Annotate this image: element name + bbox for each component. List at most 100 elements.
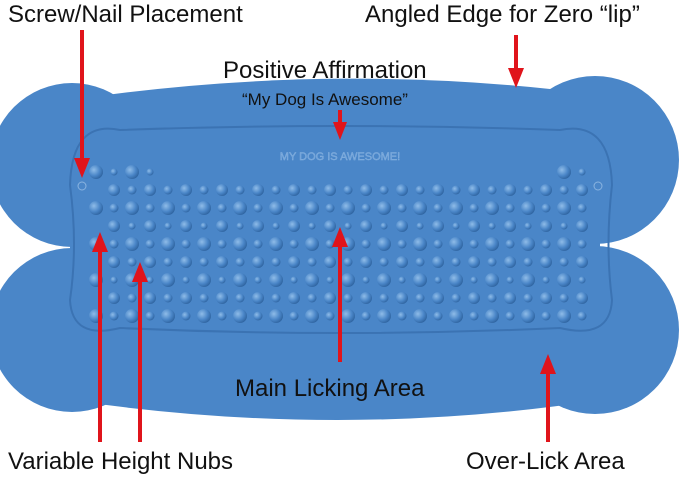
nub [181,203,191,213]
nub [576,292,588,304]
nub [125,165,139,179]
nub [379,293,389,303]
embossed-text: MY DOG IS AWESOME! [280,151,400,163]
nub [487,257,497,267]
nub [487,293,497,303]
nub [504,256,516,268]
nub [343,257,353,267]
nub [324,256,336,268]
nub [540,220,552,232]
nub [288,220,300,232]
nub [433,239,443,249]
nub [452,222,460,230]
nub [233,309,247,323]
nub [434,276,442,284]
nub [541,311,551,321]
nub [109,239,119,249]
nub [235,293,245,303]
nub [253,311,263,321]
label-over-lick-area: Over-Lick Area [466,448,625,475]
arrow-overlick [540,354,556,442]
nub [144,256,156,268]
nub [488,222,496,230]
nub [379,257,389,267]
screw-hole-right [593,181,603,191]
nub [432,256,444,268]
nub [469,203,479,213]
nub [506,276,514,284]
nub [468,292,480,304]
nub [216,220,228,232]
nub [325,203,335,213]
arrow-screw [74,30,90,178]
nub [377,201,391,215]
nub [199,257,209,267]
nub [341,201,355,215]
nub [361,311,371,321]
nub [415,185,425,195]
nub [89,165,103,179]
nub [524,222,532,230]
nub [200,222,208,230]
nub [559,293,569,303]
nub [233,237,247,251]
nub [146,276,154,284]
nub [413,309,427,323]
nub [269,237,283,251]
nub [269,201,283,215]
nub [161,309,175,323]
nub [343,293,353,303]
nub [253,203,263,213]
arrow-affirmation [333,110,347,140]
nub [380,222,388,230]
nub [504,184,516,196]
nub [181,311,191,321]
nub [521,309,535,323]
nub [344,222,352,230]
nub [305,201,319,215]
nub [541,203,551,213]
nub [180,220,192,232]
nub [89,201,103,215]
nub [217,239,227,249]
nub [504,220,516,232]
nub [557,237,571,251]
nub [110,168,118,176]
nub [252,292,264,304]
nub [468,220,480,232]
nub [487,185,497,195]
nub [163,257,173,267]
nub [542,276,550,284]
nub [253,239,263,249]
nub [397,311,407,321]
nub [559,257,569,267]
nub [521,273,535,287]
nub [540,184,552,196]
nub [272,222,280,230]
nub [236,222,244,230]
nub [449,309,463,323]
nub [288,256,300,268]
nub [254,276,262,284]
nub [197,273,211,287]
nub [217,203,227,213]
nub [361,203,371,213]
nub [523,185,533,195]
nub [578,276,586,284]
nub [324,292,336,304]
nub [163,185,173,195]
nub [505,239,515,249]
nub [181,239,191,249]
nub [432,292,444,304]
nub [252,184,264,196]
nub [379,185,389,195]
nub [397,203,407,213]
nub [485,201,499,215]
nub [164,222,172,230]
nub [557,309,571,323]
label-positive-affirmation: Positive Affirmation [223,57,427,84]
nub [449,273,463,287]
nub [233,201,247,215]
nub [413,273,427,287]
